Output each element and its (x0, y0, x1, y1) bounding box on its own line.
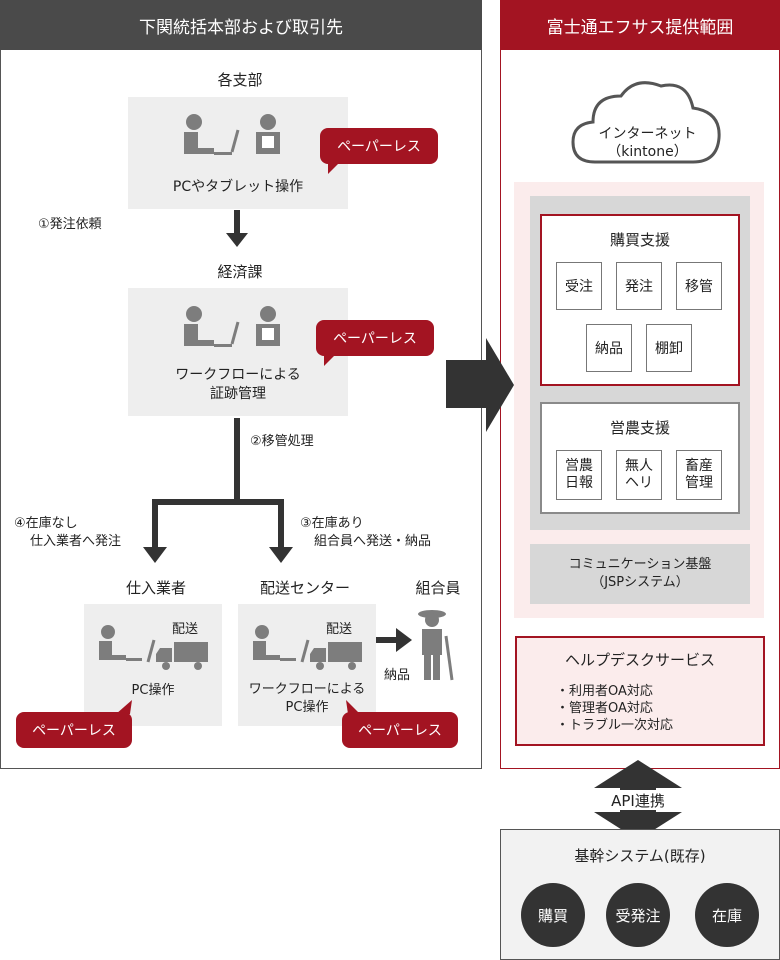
center-delivery-label: 配送 (326, 622, 353, 637)
tile-order-place: 発注 (616, 262, 662, 310)
supplier-title: 仕入業者 (125, 578, 186, 597)
member-deliver-label: 納品 (384, 668, 411, 683)
center-caption-2: PC操作 (285, 699, 329, 715)
supplier-caption: PC操作 (131, 682, 175, 698)
tile-transfer: 移管 (676, 262, 722, 310)
person-pc-icon (184, 114, 280, 155)
economics-caption-2: 証跡管理 (210, 386, 266, 402)
economics-box (128, 288, 348, 416)
paperless-badge-economics: ペーパーレス (316, 320, 434, 356)
comm-line2: （JSPシステム） (591, 575, 689, 590)
core-stock-circle: 在庫 (695, 883, 759, 947)
farmer-icon (418, 610, 454, 681)
tile-text: ヘリ (625, 475, 653, 491)
tile-farm-diary: 営農 日報 (556, 450, 602, 500)
step4-line1: ④在庫なし (14, 516, 78, 531)
helpdesk-panel (515, 636, 765, 746)
core-system-title: 基幹システム(既存) (574, 846, 706, 865)
helpdesk-item: ・トラブル一次対応 (556, 718, 674, 733)
core-purchase-circle: 購買 (521, 883, 585, 947)
helpdesk-item: ・管理者OA対応 (556, 701, 653, 716)
step1-label: ①発注依頼 (38, 217, 102, 232)
center-title: 配送センター (259, 578, 350, 597)
branch-box (128, 97, 348, 209)
person-truck-icon (99, 625, 208, 670)
agri-support-title: 営農支援 (609, 418, 670, 437)
tile-text: 無人 (625, 458, 653, 474)
center-caption-1: ワークフローによる (248, 681, 366, 697)
tile-delivery: 納品 (586, 324, 632, 372)
badge-tail-icon (346, 700, 360, 714)
tile-order-receive: 受注 (556, 262, 602, 310)
person-tablet-icon (184, 306, 280, 347)
helpdesk-title: ヘルプデスクサービス (564, 650, 715, 669)
tile-text: 畜産 (685, 458, 713, 474)
tile-drone-heli: 無人 ヘリ (616, 450, 662, 500)
tile-livestock: 畜産 管理 (676, 450, 722, 500)
economics-caption-1: ワークフローによる (175, 367, 301, 383)
branch-caption: PCやタブレット操作 (172, 179, 304, 195)
step2-label: ②移管処理 (250, 434, 314, 449)
purchase-support-title: 購買支援 (609, 230, 670, 249)
step4-line2: 仕入業者へ発注 (30, 534, 122, 549)
api-label: API連携 (598, 790, 678, 810)
tile-text: 管理 (685, 475, 713, 491)
right-header: 富士通エフサス提供範囲 (500, 0, 780, 50)
economics-title: 経済課 (217, 262, 263, 281)
core-orders-circle: 受発注 (606, 883, 670, 947)
step3-line2: 組合員へ発送・納品 (314, 534, 432, 549)
communication-base: コミュニケーション基盤 （JSPシステム） (530, 544, 750, 604)
step3-line1: ③在庫あり (300, 516, 364, 531)
badge-tail-icon (116, 700, 132, 714)
cloud-line1: インターネット (598, 126, 697, 142)
comm-line1: コミュニケーション基盤 (568, 557, 712, 572)
branch-title: 各支部 (217, 70, 263, 89)
cloud-icon (571, 81, 721, 164)
badge-tail-icon (328, 160, 342, 174)
cloud-line2: （kintone） (607, 144, 688, 160)
supplier-delivery-label: 配送 (172, 622, 199, 637)
helpdesk-item: ・利用者OA対応 (556, 684, 653, 699)
paperless-badge-supplier: ペーパーレス (16, 712, 132, 748)
left-header: 下関統括本部および取引先 (0, 0, 482, 50)
tile-text: 日報 (565, 475, 593, 491)
member-title: 組合員 (415, 578, 461, 597)
tile-text: 営農 (565, 458, 593, 474)
paperless-badge-center: ペーパーレス (342, 712, 458, 748)
paperless-badge-branch: ペーパーレス (320, 128, 438, 164)
person-truck-icon (253, 625, 362, 670)
tile-inventory: 棚卸 (646, 324, 692, 372)
badge-tail-icon (324, 352, 338, 366)
